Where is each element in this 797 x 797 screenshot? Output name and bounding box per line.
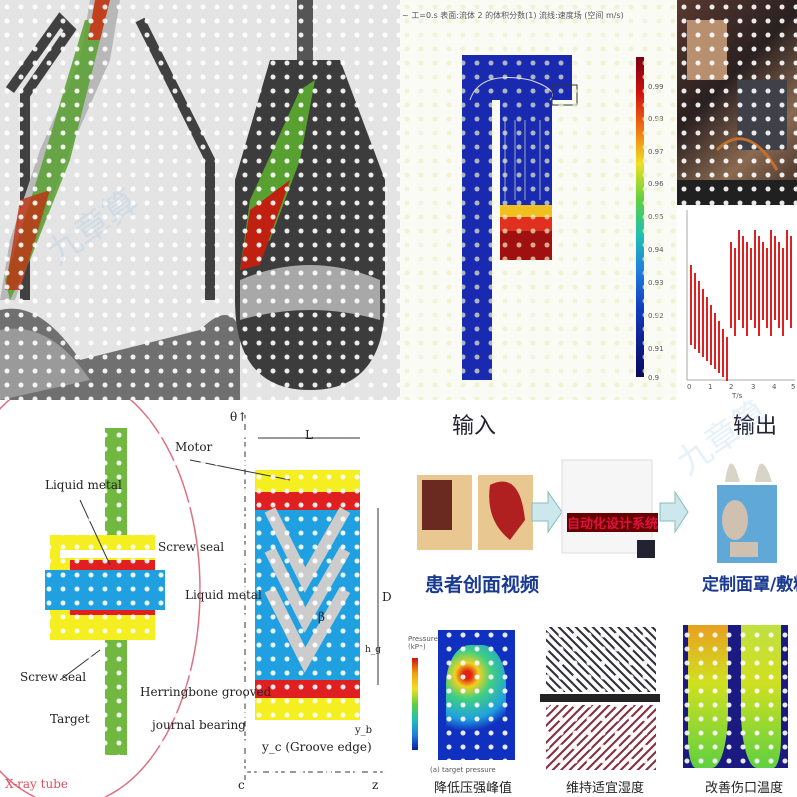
label-theta: θ↑ <box>230 410 248 424</box>
signal-plot: 0 1 2 3 4 5 T/s <box>677 205 797 400</box>
colorbar <box>636 57 644 377</box>
x-tick: 4 <box>772 383 777 391</box>
output-caption: 定制面罩/敷料 <box>702 575 797 595</box>
plot-area <box>686 210 795 381</box>
caption-humidity: 维持适宜湿度 <box>566 781 645 796</box>
colorbar-tick: 0.99 <box>648 83 664 91</box>
humidity-map-top <box>546 627 656 692</box>
label-beta: β <box>318 610 325 624</box>
label-D: D <box>382 590 392 604</box>
input-heading: 输入 <box>452 414 497 439</box>
label-target: Target <box>50 712 90 726</box>
workflow-graphics <box>417 459 777 563</box>
label-liquid-metal: Liquid metal <box>45 478 122 492</box>
colorbar-tick: 0.92 <box>648 312 664 320</box>
colorbar-tick: 0.93 <box>648 279 664 287</box>
label-screw-seal: Screw seal <box>158 540 225 554</box>
x-tick: 0 <box>687 383 692 391</box>
cfd-simulation-panel: ~ 工=0.s 表面:流体 2 的体积分数(1) 流线:速度场 (空间 m/s)… <box>400 0 677 400</box>
pressure-subcaption: (a) target pressure <box>430 766 496 774</box>
temperature-map <box>683 625 788 768</box>
colorbar-tick: 0.94 <box>648 246 664 254</box>
results-panel: Pressure (kPa) (a) target pressure 降低压强峰… <box>400 600 797 797</box>
experiment-photo <box>677 0 797 205</box>
label-xray-tube: X-ray tube <box>5 777 68 791</box>
x-tick: 2 <box>729 383 734 391</box>
caption-pressure: 降低压强峰值 <box>434 781 513 796</box>
x-tick: 3 <box>751 383 756 391</box>
gripper-simulation-panel: 九章算 <box>0 0 400 400</box>
humidity-divider <box>540 694 660 702</box>
label-yb: y_b <box>355 725 373 736</box>
pressure-map <box>438 630 515 760</box>
label-motor: Motor <box>175 440 213 454</box>
colorbar-tick: 0.9 <box>648 374 660 382</box>
x-axis-label: T/s <box>732 392 743 400</box>
label-hg: h_g <box>365 645 382 655</box>
caption-temperature: 改善伤口温度 <box>705 781 784 796</box>
label-L: L <box>305 428 313 442</box>
colorbar-tick: 0.97 <box>648 148 664 156</box>
workflow-panel: 输入 输出 自动化设计系统 患者创面视频 定制面罩/敷料 九章算 <box>400 400 797 600</box>
label-z: z <box>372 778 379 792</box>
label-origin: c <box>238 778 245 792</box>
x-tick: 5 <box>791 383 796 391</box>
colorbar-tick: 0.91 <box>648 345 664 353</box>
middle-caption: 自动化设计系统 <box>567 513 659 532</box>
pressure-legend-title: Pressure (kPa) <box>408 635 438 651</box>
label-yc: y_c (Groove edge) <box>262 740 372 754</box>
label-screw-seal: Screw seal <box>20 670 87 684</box>
x-tick: 1 <box>708 383 713 391</box>
colorbar-tick: 0.95 <box>648 213 664 221</box>
colorbar-tick: 0.96 <box>648 180 664 188</box>
bearing-diagram-panel: Motor Liquid metal Screw seal Liquid met… <box>0 400 400 797</box>
photo-content <box>677 20 797 205</box>
pressure-colorbar <box>412 658 418 750</box>
output-heading: 输出 <box>733 414 778 439</box>
label-liquid-metal: Liquid metal <box>185 588 262 602</box>
label-journal-bearing: journal bearing <box>152 718 246 732</box>
humidity-map-bottom <box>546 705 656 770</box>
input-caption: 患者创面视频 <box>425 574 540 596</box>
colorbar-tick: 0.98 <box>648 115 664 123</box>
label-herringbone: Herringbone grooved <box>140 685 272 699</box>
gripper-simulation-image <box>0 0 400 400</box>
